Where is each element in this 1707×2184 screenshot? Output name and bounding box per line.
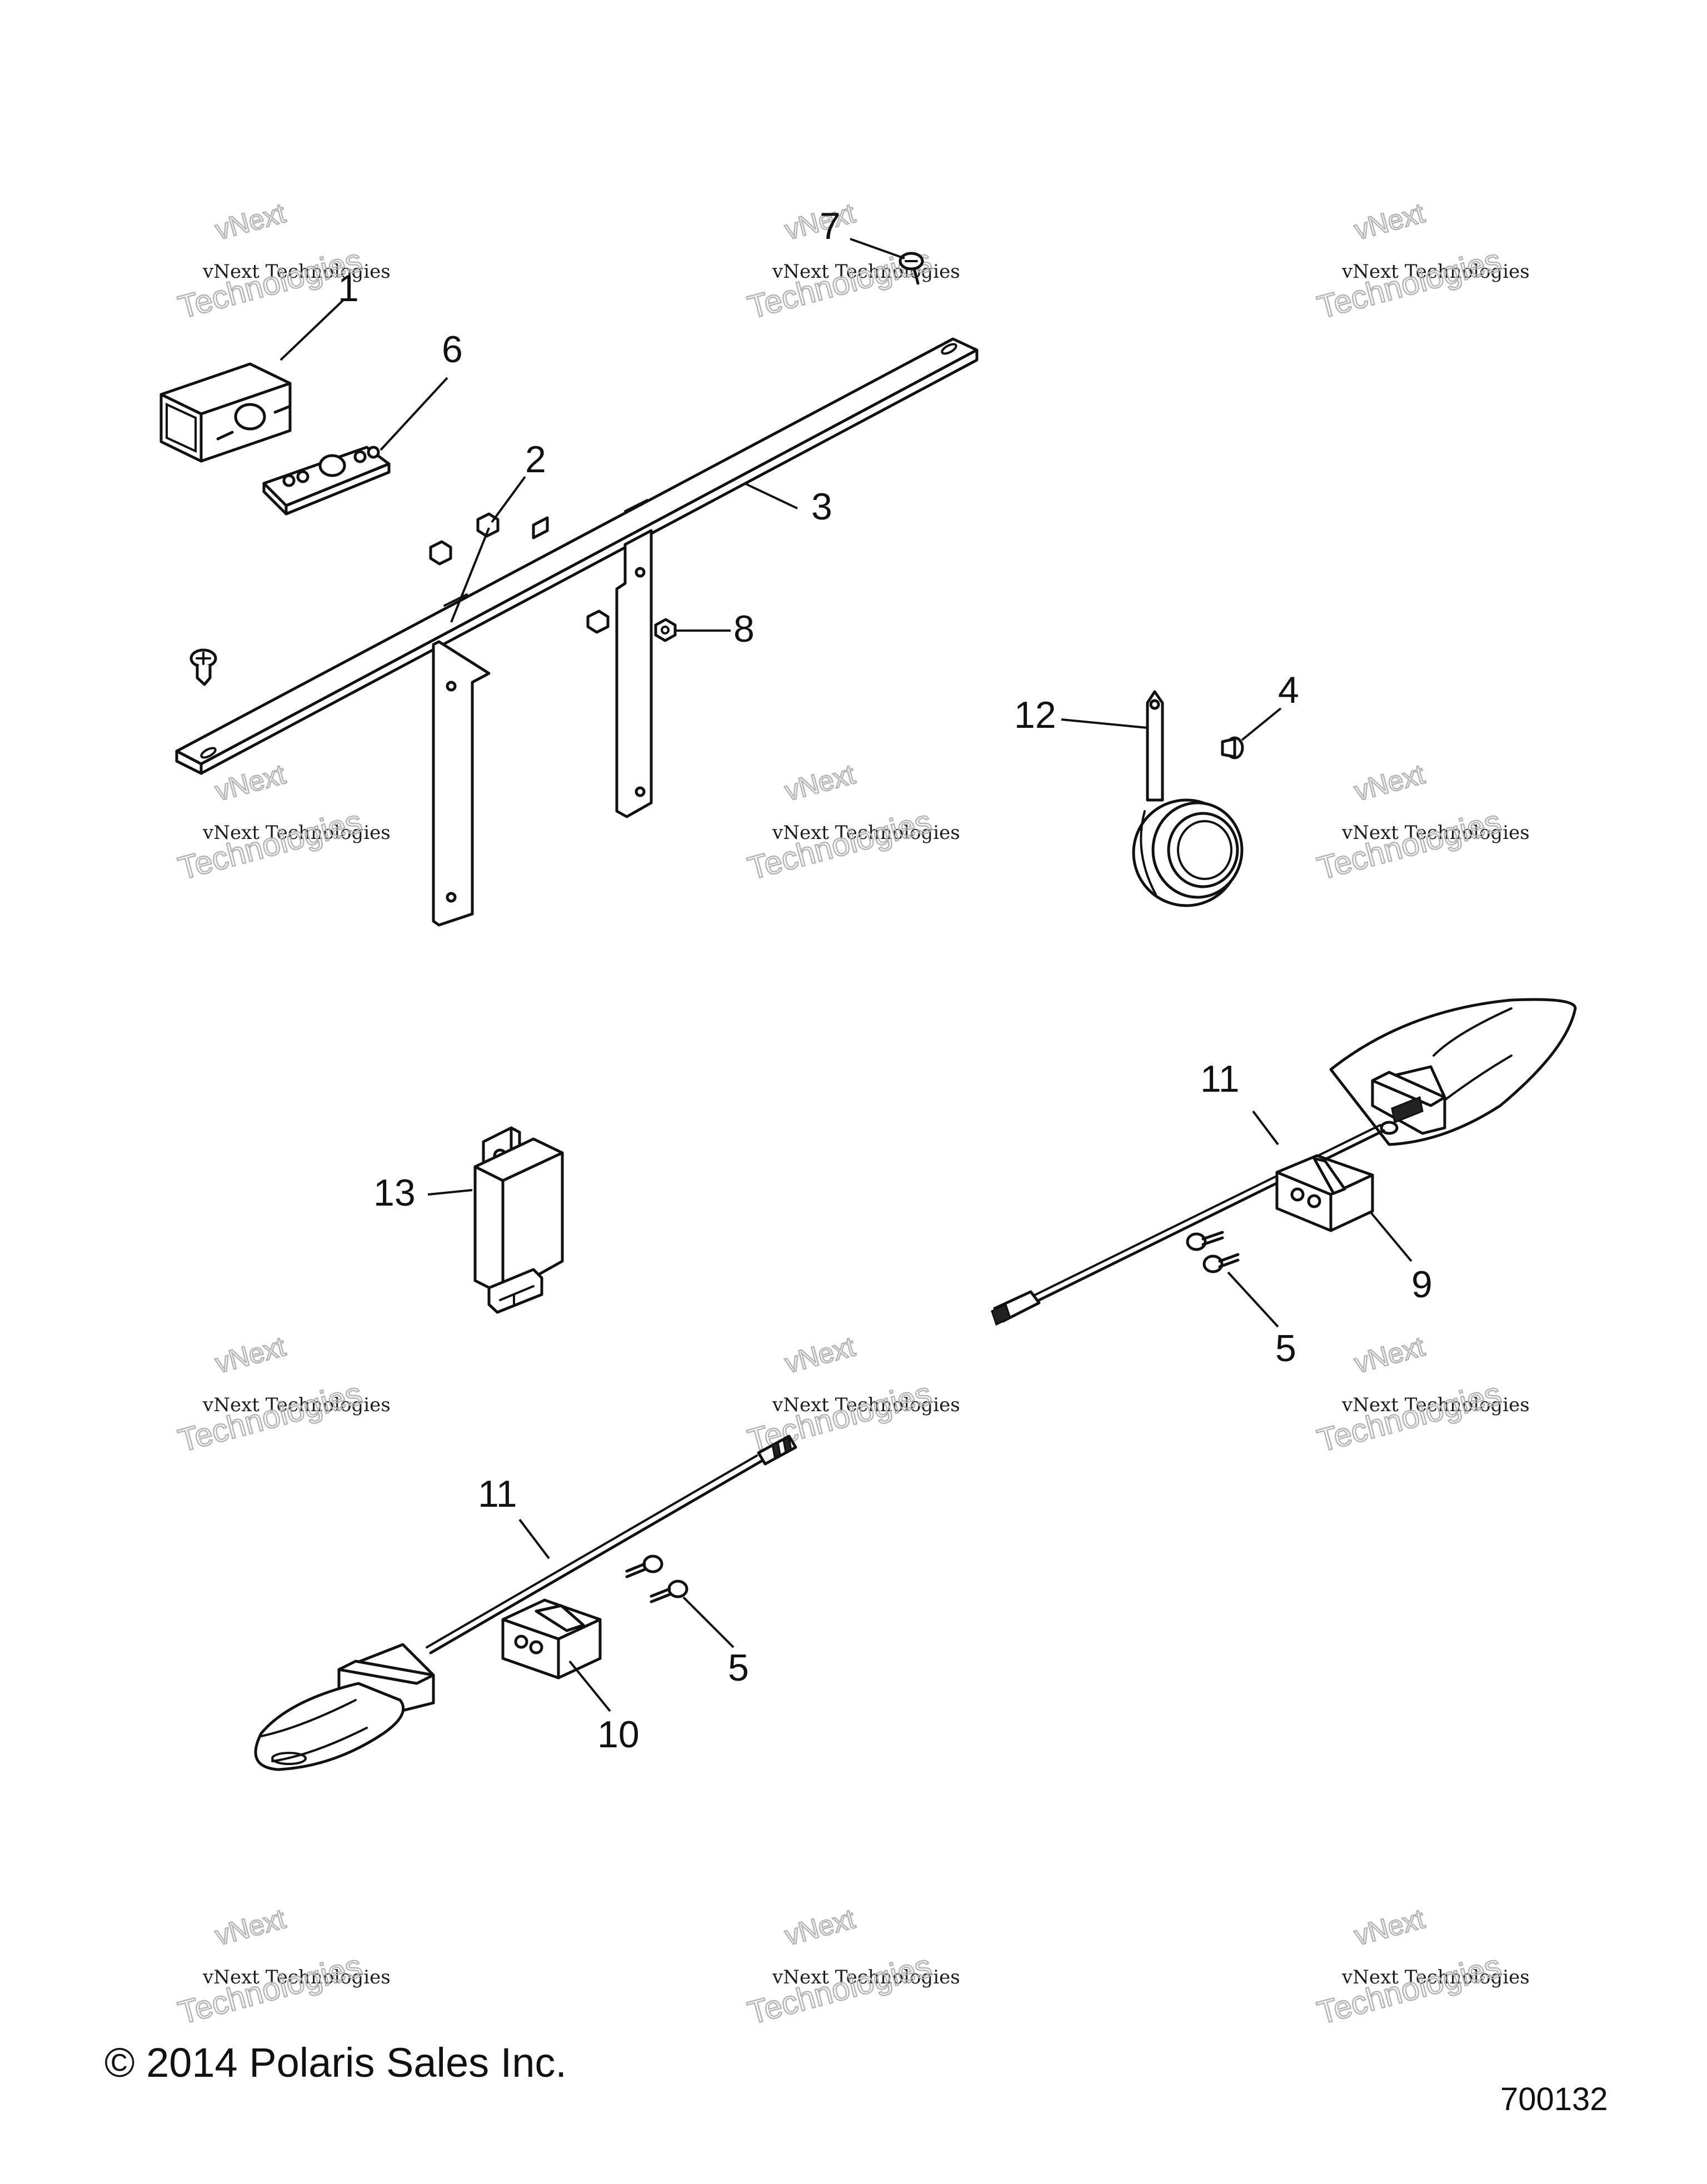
svg-text:Technologies: Technologies — [1314, 242, 1505, 326]
license-light-part-1[interactable] — [159, 362, 292, 463]
svg-text:vNext Technologies: vNext Technologies — [202, 1394, 391, 1416]
svg-text:vNext Technologies: vNext Technologies — [772, 822, 960, 844]
svg-text:vNext Technologies: vNext Technologies — [1341, 1966, 1530, 1988]
svg-text:vNext: vNext — [212, 1331, 288, 1379]
callout-10: 10 — [597, 1713, 640, 1756]
svg-text:vNext: vNext — [1351, 1903, 1428, 1951]
svg-text:vNext Technologies: vNext Technologies — [772, 261, 960, 283]
svg-text:Technologies: Technologies — [174, 803, 366, 887]
callout-6: 6 — [442, 328, 463, 371]
watermark: vNext vNext Technologies Technologies — [743, 1330, 960, 1460]
svg-text:Technologies: Technologies — [744, 803, 935, 887]
svg-text:vNext Technologies: vNext Technologies — [772, 1966, 960, 1988]
turn-signal-bracket-part-10[interactable] — [501, 1598, 602, 1680]
callout-1: 1 — [338, 267, 359, 309]
callout-13: 13 — [373, 1172, 416, 1214]
turn-signal-lower-part-11[interactable] — [254, 1435, 797, 1771]
callout-11: 11 — [478, 1473, 517, 1515]
svg-text:vNext Technologies: vNext Technologies — [202, 261, 391, 283]
watermark: vNext vNext Technologies Technologies — [1313, 1330, 1530, 1460]
watermark: vNext vNext Technologies Technologies — [174, 758, 391, 887]
turn-signal-upper-part-11[interactable] — [991, 998, 1577, 1326]
figure-number: 700132 — [1500, 2081, 1608, 2117]
svg-text:Technologies: Technologies — [1314, 1948, 1505, 2031]
watermark: vNext vNext Technologies Technologies — [743, 758, 960, 887]
svg-text:vNext: vNext — [781, 758, 858, 807]
watermark: vNext vNext Technologies Technologies — [743, 1902, 960, 2032]
callout-2: 2 — [525, 438, 546, 481]
watermark: vNext vNext Technologies Technologies — [1313, 197, 1530, 326]
callout-3: 3 — [811, 486, 832, 528]
svg-text:Technologies: Technologies — [174, 1376, 366, 1459]
callout-9: 9 — [1411, 1263, 1433, 1306]
callout-11: 11 — [1200, 1058, 1240, 1100]
callout-12: 12 — [1014, 694, 1056, 736]
bolts-right-part-5[interactable] — [1186, 1231, 1240, 1273]
svg-text:vNext Technologies: vNext Technologies — [1341, 1394, 1530, 1416]
svg-text:Technologies: Technologies — [1314, 803, 1505, 887]
svg-text:Technologies: Technologies — [744, 1948, 935, 2031]
svg-text:Technologies: Technologies — [174, 1948, 366, 2031]
flasher-relay-part-13[interactable] — [473, 1126, 564, 1314]
screw-part-7[interactable] — [899, 252, 924, 285]
svg-text:vNext: vNext — [212, 197, 288, 246]
bolts-lower-part-5[interactable] — [625, 1555, 688, 1603]
horn-part-12[interactable] — [1132, 690, 1244, 907]
watermark: vNext vNext Technologies Technologies — [1313, 1902, 1530, 2032]
nut-part-8[interactable] — [654, 618, 677, 642]
callout-5: 5 — [728, 1647, 749, 1689]
callout-5: 5 — [1275, 1327, 1296, 1370]
svg-text:Technologies: Technologies — [1314, 1376, 1505, 1459]
svg-text:vNext Technologies: vNext Technologies — [202, 822, 391, 844]
screw-part-4[interactable] — [1221, 736, 1244, 759]
turn-signal-bracket-part-9[interactable] — [1275, 1154, 1374, 1232]
svg-text:vNext Technologies: vNext Technologies — [1341, 822, 1530, 844]
watermark: vNext vNext Technologies Technologies — [1313, 758, 1530, 887]
leader-lines — [279, 238, 1412, 1712]
gasket-part-6[interactable] — [262, 446, 391, 516]
watermark: vNext vNext Technologies Technologies — [174, 1902, 391, 2032]
svg-text:vNext: vNext — [212, 1903, 288, 1951]
svg-text:vNext: vNext — [1351, 758, 1428, 807]
svg-text:vNext: vNext — [781, 1331, 858, 1379]
copyright-text: © 2014 Polaris Sales Inc. — [104, 2040, 567, 2086]
watermark: vNext vNext Technologies Technologies — [743, 197, 960, 326]
callout-8: 8 — [733, 608, 755, 650]
svg-text:vNext Technologies: vNext Technologies — [1341, 261, 1530, 283]
callout-4: 4 — [1278, 669, 1299, 711]
bracket-part-3[interactable] — [175, 337, 979, 927]
svg-text:vNext Technologies: vNext Technologies — [772, 1394, 960, 1416]
svg-text:vNext: vNext — [1351, 1331, 1428, 1379]
svg-text:vNext: vNext — [781, 1903, 858, 1951]
svg-text:vNext Technologies: vNext Technologies — [202, 1966, 391, 1988]
watermark: vNext vNext Technologies Technologies — [174, 1330, 391, 1460]
callout-7: 7 — [820, 205, 841, 247]
push-rivet[interactable] — [189, 648, 217, 686]
svg-text:Technologies: Technologies — [174, 242, 366, 326]
callout-labels: 1 2 3 4 5 5 6 7 8 9 10 11 11 12 13 — [338, 205, 1433, 1756]
svg-text:vNext: vNext — [212, 758, 288, 807]
svg-text:vNext: vNext — [1351, 197, 1428, 246]
